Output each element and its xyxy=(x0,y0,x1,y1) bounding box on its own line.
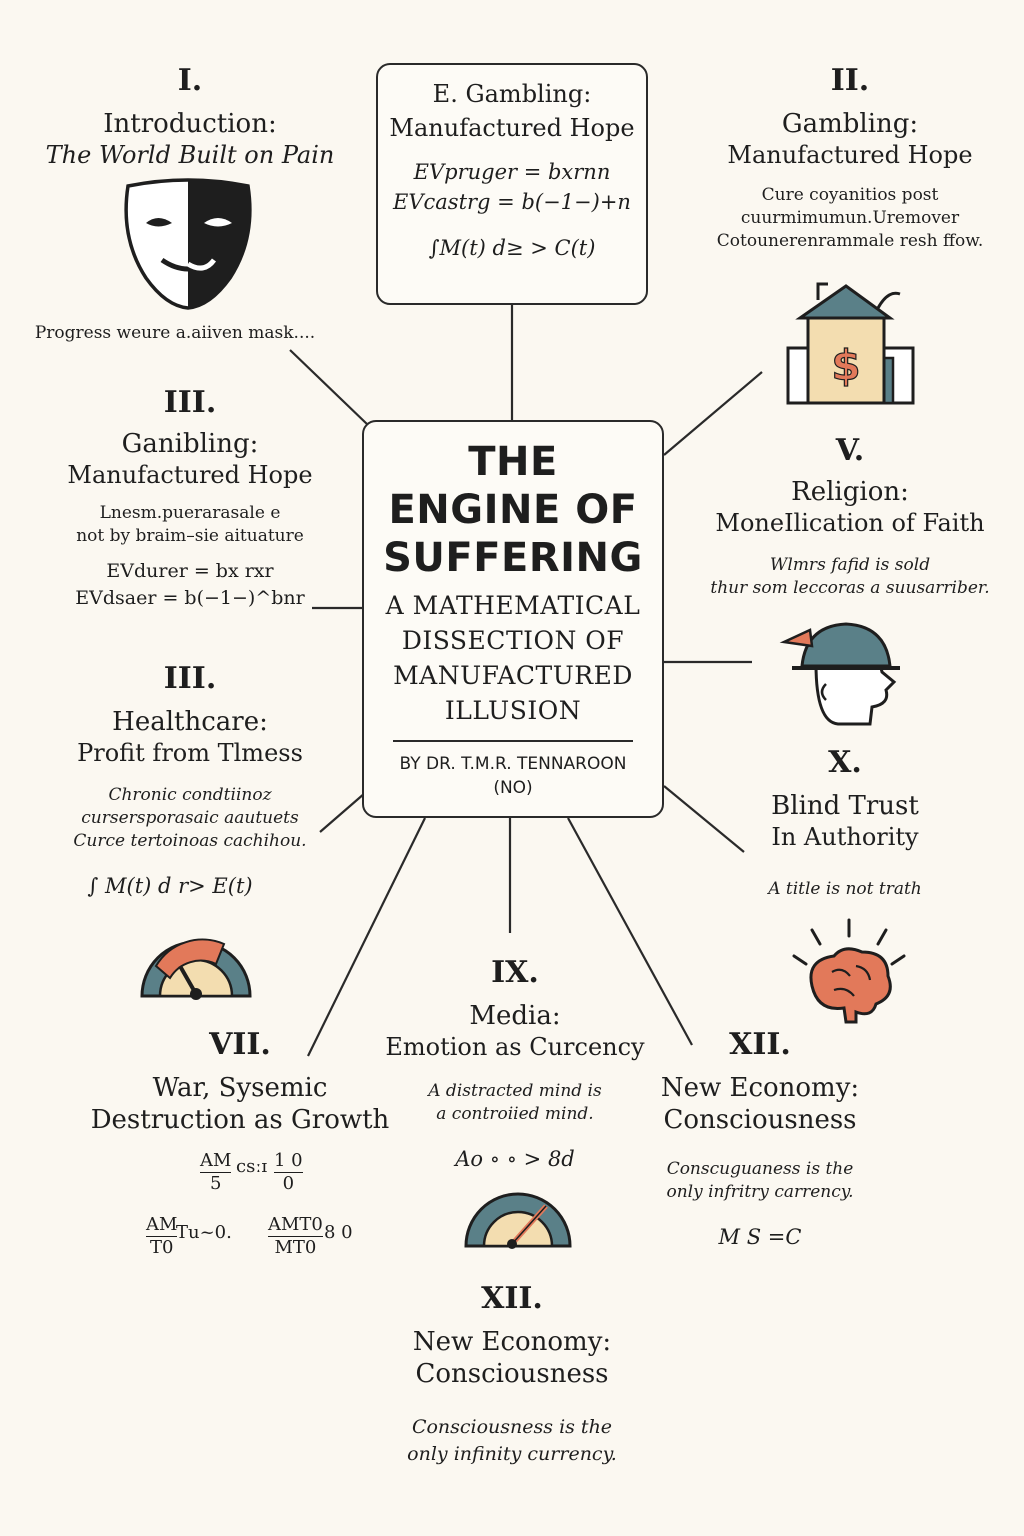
author-byline-note: (NO) xyxy=(364,776,662,800)
top-box-subtitle: Manufactured Hope xyxy=(378,113,646,143)
section-number: IX. xyxy=(365,956,665,990)
war-frac-3-num: AMT0 xyxy=(268,1214,323,1237)
section-number: XII. xyxy=(615,1028,905,1062)
section-title: Healthcare: xyxy=(40,706,340,738)
section-number: III. xyxy=(40,662,340,696)
section-subtitle: Destruction as Growth xyxy=(90,1104,390,1136)
section-text-2: only infinity currency. xyxy=(362,1441,662,1468)
section-subtitle: Consciousness xyxy=(362,1358,662,1390)
section-number: II. xyxy=(705,64,995,98)
section-text-1: Cure coyanitios post xyxy=(705,184,995,207)
war-frac-1-right-den: 0 xyxy=(274,1173,303,1195)
main-title-line-1: THE xyxy=(364,438,662,486)
war-frac-1-right-num: 1 0 xyxy=(274,1150,303,1173)
section-new-economy-bottom: XII. New Economy: Consciousness Consciou… xyxy=(362,1282,662,1468)
section-number: XII. xyxy=(362,1282,662,1316)
section-gambling-left: III. Ganibling: Manufactured Hope Lnesm.… xyxy=(40,386,340,610)
author-byline: BY DR. T.M.R. TENNAROON xyxy=(364,752,662,776)
section-number: VII. xyxy=(90,1028,390,1062)
war-frac-1-den: 5 xyxy=(200,1173,231,1195)
section-number: III. xyxy=(40,386,340,420)
center-title-box: THE ENGINE OF SUFFERING A MATHEMATICAL D… xyxy=(362,420,664,818)
main-title-line-2: ENGINE OF xyxy=(364,486,662,534)
section-text-1: Conscuguaness is the xyxy=(615,1158,905,1181)
subtitle-line-2: DISSECTION OF xyxy=(364,623,662,658)
section-text-2: cursersporasaic aautuets xyxy=(40,807,340,830)
war-frac-2-mid: Tu~0. xyxy=(176,1222,232,1244)
subtitle-line-3: MANUFACTURED xyxy=(364,658,662,693)
section-title: New Economy: xyxy=(362,1326,662,1358)
section-subtitle: Manufactured Hope xyxy=(705,140,995,170)
section-title: Gambling: xyxy=(705,108,995,140)
theater-mask-icon xyxy=(118,178,258,313)
war-frac-3-den: MT0 xyxy=(268,1237,323,1259)
section-gambling-right: II. Gambling: Manufactured Hope Cure coy… xyxy=(705,64,995,253)
glowing-brain-icon xyxy=(784,916,914,1026)
subtitle-line-1: A MATHEMATICAL xyxy=(364,588,662,623)
section-text: A title is not trath xyxy=(700,878,990,901)
section-caption: Progress weure a.aiiven mask.... xyxy=(20,322,330,345)
section-number: X. xyxy=(700,746,990,780)
section-title: Ganibling: xyxy=(40,428,340,460)
section-text-1: Lnesm.puerarasale e xyxy=(40,502,340,525)
section-formula-1: EVdurer = bx rxr xyxy=(40,560,340,583)
section-subtitle: In Authority xyxy=(700,822,990,852)
section-title: Religion: xyxy=(700,476,1000,508)
title-divider xyxy=(393,740,633,742)
section-healthcare: III. Healthcare: Profit from Tlmess Chro… xyxy=(40,662,340,901)
top-box-formula-2: EVcastrg = b(−1−)+n xyxy=(378,187,646,217)
section-text-2: thur som leccoras a suusarriber. xyxy=(700,577,1000,600)
war-frac-1-num: AM xyxy=(200,1150,231,1173)
head-with-hat-icon xyxy=(778,612,908,727)
section-number: V. xyxy=(700,434,1000,468)
section-subtitle: The World Built on Pain xyxy=(40,140,340,170)
section-subtitle: MoneIlication of Faith xyxy=(700,508,1000,538)
section-subtitle: Consciousness xyxy=(615,1104,905,1136)
section-text-3: Curce tertoinoas cachihou. xyxy=(40,830,340,853)
section-new-economy-right: XII. New Economy: Consciousness Conscugu… xyxy=(615,1028,905,1252)
section-text-2: not by braim–sie aituature xyxy=(40,525,340,548)
section-subtitle: Profit from Tlmess xyxy=(40,738,340,768)
war-frac-2-num: AM xyxy=(146,1214,177,1237)
section-number: I. xyxy=(40,64,340,98)
bank-dollar-icon: $ xyxy=(778,278,923,408)
section-text-2: cuurmimumun.Uremover xyxy=(705,207,995,230)
section-title: New Economy: xyxy=(615,1072,905,1104)
war-frac-2-den: T0 xyxy=(146,1237,177,1259)
section-religion: V. Religion: MoneIlication of Faith Wlmr… xyxy=(700,434,1000,600)
section-title: Blind Trust xyxy=(700,790,990,822)
section-war: VII. War, Sysemic Destruction as Growth xyxy=(90,1028,390,1136)
section-subtitle: Manufactured Hope xyxy=(40,460,340,490)
gauge-icon xyxy=(136,928,256,1000)
section-text-2: only infritry carrency. xyxy=(615,1181,905,1204)
section-blind-trust: X. Blind Trust In Authority A title is n… xyxy=(700,746,990,901)
top-box-formula-1: EVpruger = bxrnn xyxy=(378,157,646,187)
war-frac-1-mid: csːɪ xyxy=(236,1156,267,1178)
section-formula: ∫ M(t) d r> E(t) xyxy=(0,871,340,901)
main-title-line-3: SUFFERING xyxy=(364,534,662,582)
war-frac-3-mid: 8 0 xyxy=(324,1222,353,1244)
section-title: Introduction: xyxy=(40,108,340,140)
section-text-3: Cotounerenrammale resh ffow. xyxy=(705,230,995,253)
section-introduction: I. Introduction: The World Built on Pain xyxy=(40,64,340,170)
section-text-1: Chronic condtiinoz xyxy=(40,784,340,807)
section-text-1: Consciousness is the xyxy=(362,1414,662,1441)
svg-text:$: $ xyxy=(831,341,860,390)
top-formula-box: E. Gambling: Manufactured Hope EVpruger … xyxy=(376,63,648,305)
section-formula: M S =C xyxy=(615,1222,905,1252)
section-formula-2: EVdsaer = b(−1−)^bnr xyxy=(40,587,340,610)
section-text-1: Wlmrs fafid is sold xyxy=(700,554,1000,577)
gauge-icon xyxy=(462,1184,574,1250)
top-box-title: E. Gambling: xyxy=(378,79,646,109)
section-title: War, Sysemic xyxy=(90,1072,390,1104)
top-box-formula-3: ∫M(t) d≥ > C(t) xyxy=(378,233,646,263)
subtitle-line-4: ILLUSION xyxy=(364,693,662,728)
